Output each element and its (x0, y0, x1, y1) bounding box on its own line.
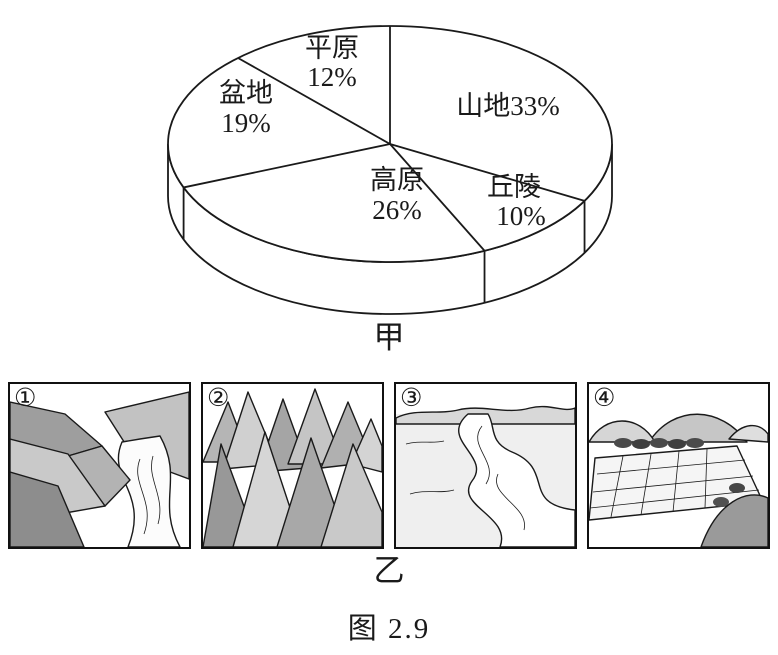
pie-slice-label: 高原 (370, 165, 424, 195)
terraced-farmland-with-hills-illustration (589, 413, 768, 547)
plain-with-winding-river-illustration (396, 405, 575, 547)
pie-slice-label: 19% (221, 108, 271, 138)
landscape-panel-3: ③ (394, 382, 577, 549)
pie-slice-label: 山地33% (456, 91, 560, 121)
pie-slice-label: 平原 (305, 33, 359, 63)
panels-group-label: 乙 (373, 553, 405, 588)
landscape-panel-4: ④ (587, 382, 770, 549)
pie-slice-divider (389, 143, 486, 252)
panel-number-badge: ④ (593, 383, 616, 412)
panel-number-badge: ① (14, 383, 37, 412)
panel-number-badge: ③ (400, 383, 423, 412)
pie-slice-divider (237, 57, 391, 145)
landscape-panel-1: ① (8, 382, 191, 549)
pie-slice-divider (389, 143, 585, 202)
pie-group-label: 甲 (373, 320, 405, 355)
pie-slice-label: 丘陵 (487, 172, 541, 202)
landscape-panels: ① ② (0, 382, 778, 549)
pie-slice-label: 26% (372, 195, 422, 225)
pie-slice-label: 12% (307, 62, 357, 92)
mountain-valley-with-river-illustration (10, 391, 189, 547)
figure-caption: 图 2.9 (347, 613, 431, 645)
landscape-panel-2: ② (201, 382, 384, 549)
pie-slice-label: 10% (496, 201, 546, 231)
jagged-mountain-peaks-illustration (203, 388, 382, 547)
landscape-panel-section: ① ② (0, 382, 778, 589)
pie-slice-label: 盆地 (219, 78, 273, 108)
panel-number-badge: ② (207, 383, 230, 412)
pie-slice-divider (183, 143, 391, 189)
